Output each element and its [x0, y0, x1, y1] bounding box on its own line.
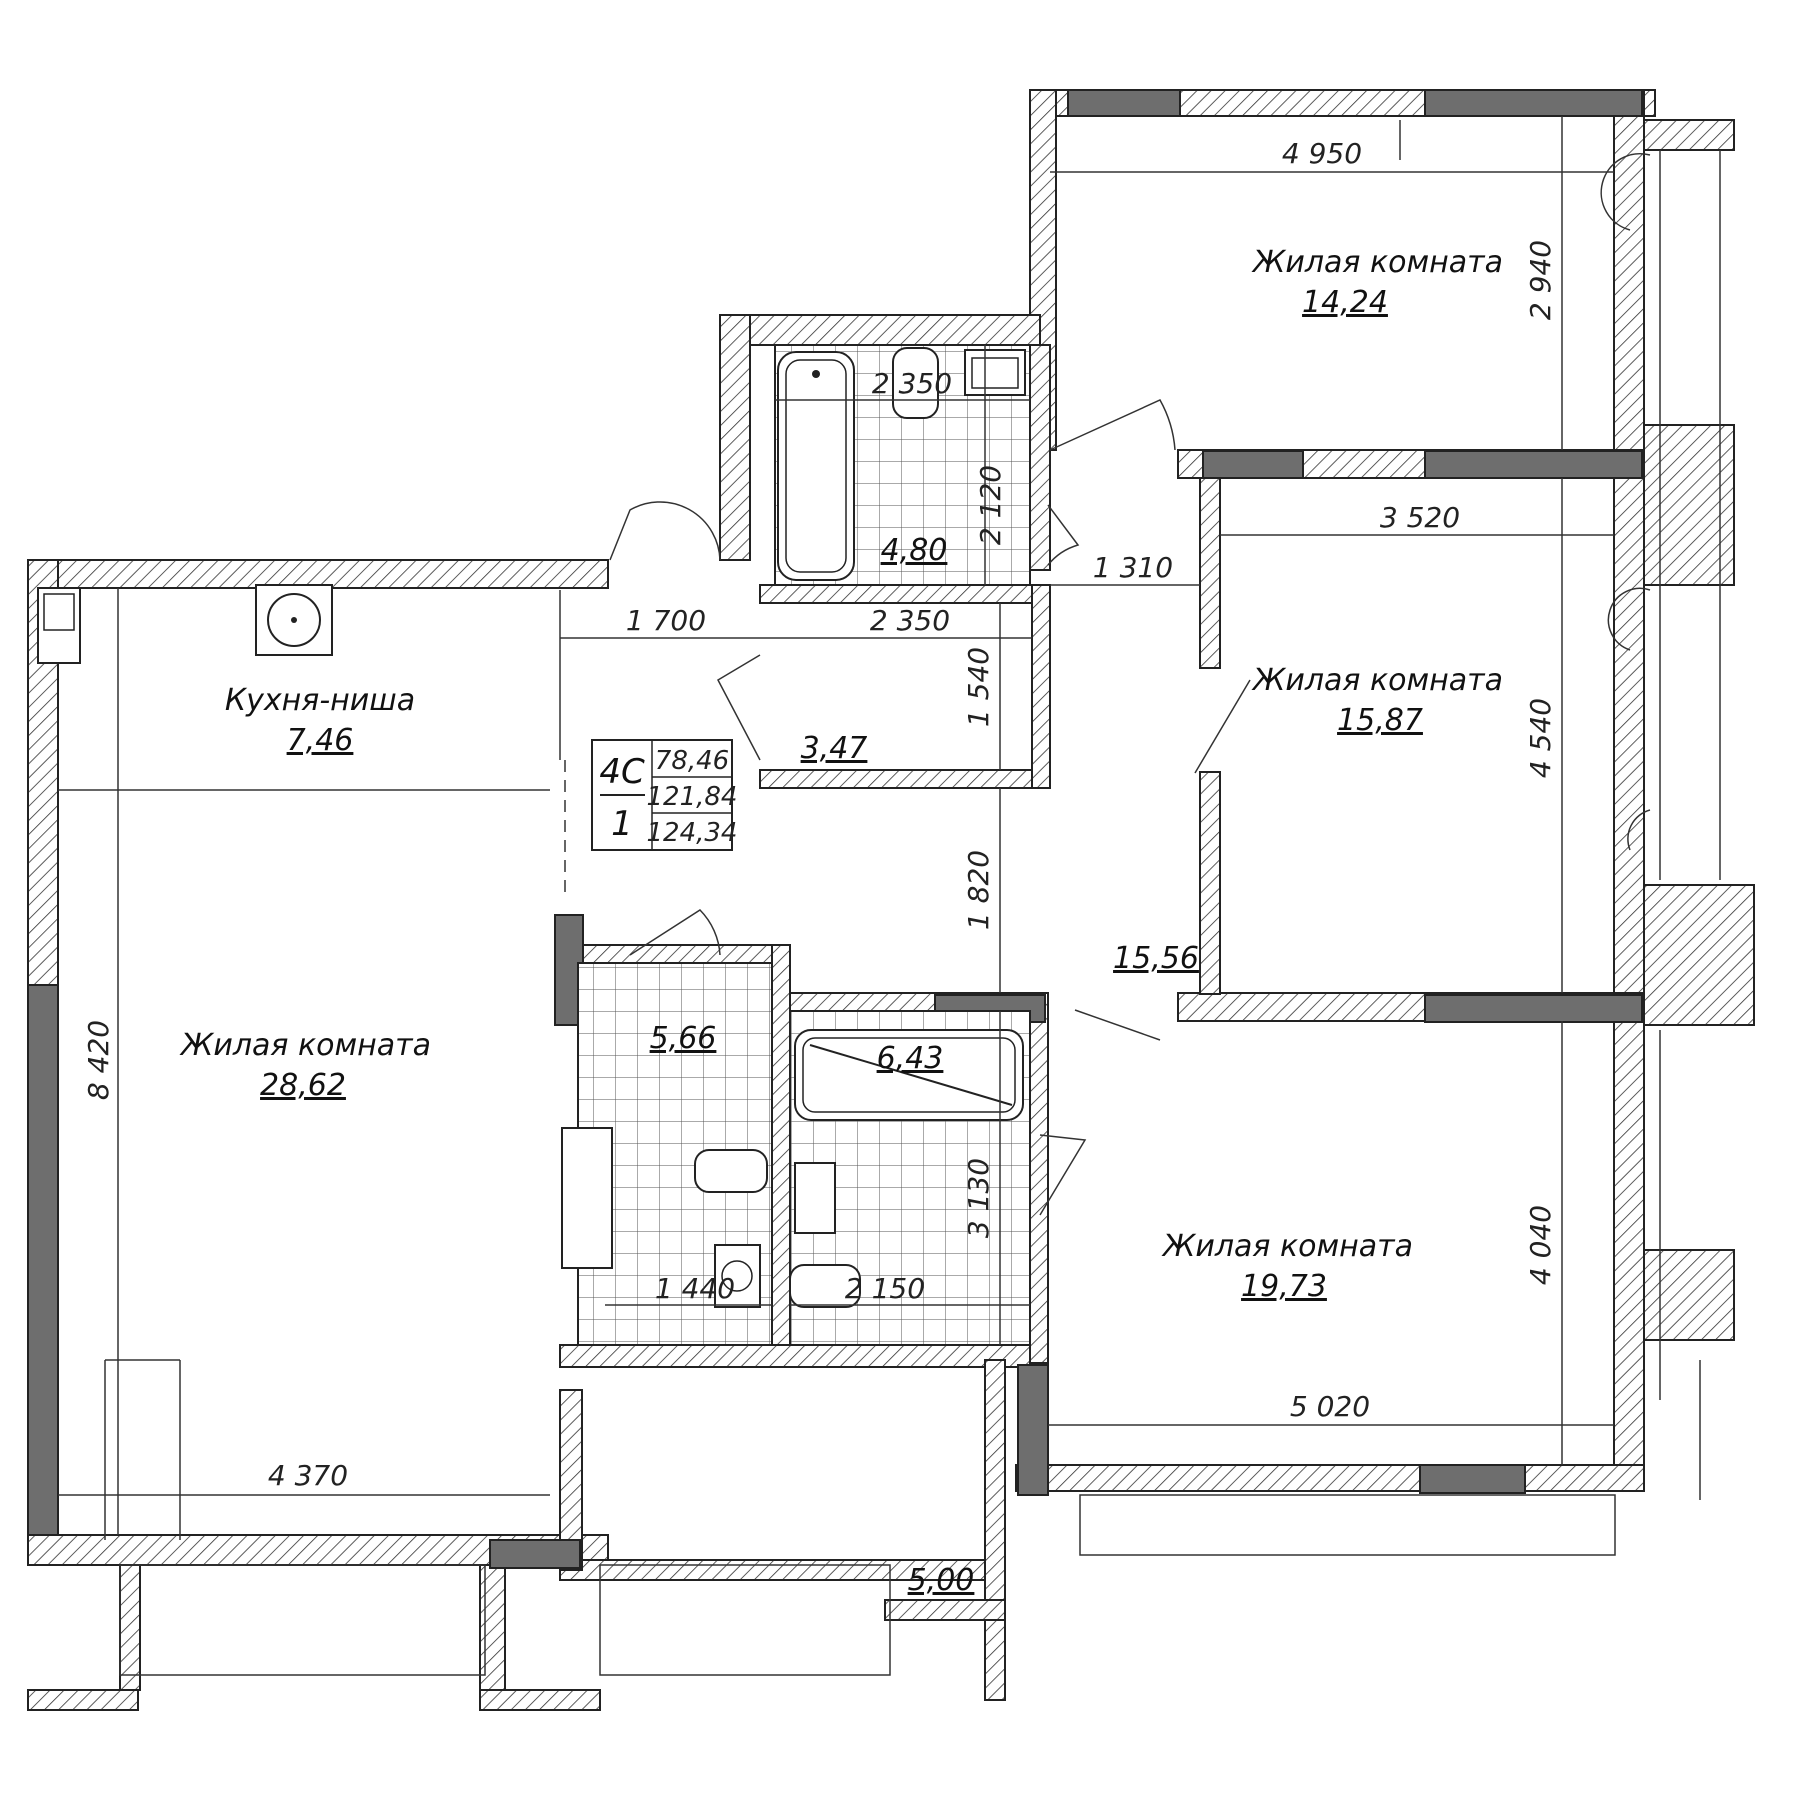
room-area: 3,47 — [801, 731, 868, 766]
dimension-label: 1 440 — [655, 1272, 735, 1305]
dimension-label: 1 820 — [962, 850, 995, 930]
dimension-label: 4 540 — [1524, 698, 1557, 778]
room-name: Жилая комната — [1251, 663, 1503, 698]
room-area: 5,00 — [908, 1563, 975, 1598]
room-area: 15,56 — [1113, 941, 1199, 976]
sink-icon — [794, 1162, 836, 1234]
room-name: Кухня-ниша — [225, 683, 415, 718]
area-living: 78,46 — [655, 746, 729, 776]
dimension-label: 4 370 — [268, 1459, 348, 1492]
dimension-lines — [58, 116, 1614, 1535]
toilet-icon — [789, 1264, 861, 1308]
fixtures — [37, 347, 1026, 1308]
stove-icon — [37, 587, 81, 664]
room-area: 14,24 — [1302, 285, 1388, 320]
room-labels: Жилая комната 14,24 Жилая комната 15,87 … — [179, 245, 1503, 1598]
bathtub-icon — [777, 351, 855, 581]
dimension-label: 3 130 — [962, 1158, 995, 1238]
room-area: 7,46 — [287, 723, 354, 758]
dimension-label: 1 700 — [626, 604, 706, 637]
room-name: Жилая комната — [179, 1028, 431, 1063]
dimension-label: 2 350 — [872, 367, 952, 400]
apartment-info-box: 4С 1 78,46 121,84 124,34 — [591, 739, 738, 851]
doors — [609, 120, 1651, 1216]
dimension-label: 1 310 — [1093, 551, 1173, 584]
dimension-label: 2 150 — [845, 1272, 925, 1305]
room-area: 4,80 — [881, 533, 948, 568]
toilet-icon — [694, 1149, 768, 1193]
room-name: Жилая комната — [1251, 245, 1503, 280]
area-total: 121,84 — [647, 782, 738, 812]
apartment-floor: 1 — [611, 804, 633, 844]
room-area: 28,62 — [260, 1068, 346, 1103]
dimension-label: 4 040 — [1524, 1205, 1557, 1285]
dimension-label: 4 950 — [1282, 137, 1362, 170]
dimension-label: 8 420 — [82, 1020, 115, 1100]
room-area: 19,73 — [1241, 1269, 1327, 1304]
area-with-balcony: 124,34 — [647, 818, 738, 848]
room-area: 6,43 — [877, 1041, 944, 1076]
dimension-label: 3 520 — [1380, 501, 1460, 534]
dimension-label: 2 120 — [974, 465, 1007, 545]
dimension-labels: 4 950 2 940 3 520 4 540 4 040 5 020 2 35… — [82, 137, 1557, 1492]
dimension-label: 1 540 — [962, 647, 995, 727]
dimension-label: 5 020 — [1290, 1390, 1370, 1423]
room-area: 15,87 — [1337, 703, 1423, 738]
dimension-label: 2 940 — [1524, 240, 1557, 320]
room-name: Жилая комната — [1161, 1229, 1413, 1264]
outlines — [58, 150, 1721, 1676]
room-area: 5,66 — [650, 1021, 717, 1056]
apartment-type: 4С — [599, 752, 645, 792]
radiator-icon — [561, 1127, 613, 1269]
dimension-label: 2 350 — [870, 604, 950, 637]
